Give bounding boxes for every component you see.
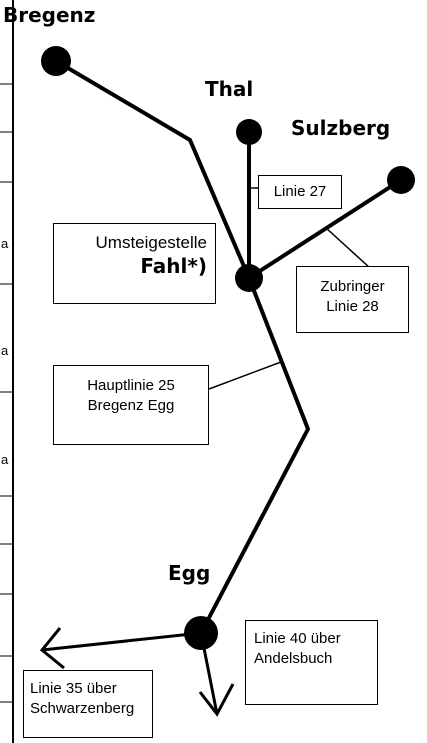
left-border-ticks [0,83,13,703]
box-linie35: Linie 35 über Schwarzenberg [23,670,153,738]
station-label-egg: Egg [168,561,211,585]
box-linie40-line1: Linie 40 über [254,630,341,647]
edge-mark-1: a [1,236,9,251]
box-zubringer-line2: Linie 28 [326,297,379,315]
box-linie40-line2: Andelsbuch [254,649,333,667]
station-thal-dot [236,119,262,145]
route-line-35 [41,631,202,652]
box-zubringer: Zubringer Linie 28 [296,266,409,333]
edge-mark-2: a [1,343,9,358]
box-hauptlinie-line2: Bregenz Egg [87,396,175,414]
box-linie27-text: Linie 27 [273,183,327,200]
box-hauptlinie-line1: Hauptlinie 25 [87,377,175,394]
box-linie40: Linie 40 über Andelsbuch [245,620,378,705]
box-transfer-station: Fahl*) [140,254,207,279]
station-bregenz-dot [41,46,71,76]
leader-zubringer [324,226,371,269]
station-label-bregenz: Bregenz [3,3,96,27]
route-line-28 [247,178,403,280]
station-label-sulzberg: Sulzberg [291,116,391,140]
box-linie35-line1: Linie 35 über [30,680,117,697]
box-transfer-label: Umsteigestelle [95,233,208,252]
box-linie35-line2: Schwarzenberg [30,699,135,717]
box-hauptlinie: Hauptlinie 25 Bregenz Egg [53,365,209,445]
station-egg-dot [184,616,218,650]
box-zubringer-line1: Zubringer [320,278,385,295]
station-fahl-dot [235,264,263,292]
arrow-head-35 [39,627,65,670]
arrow-head-40 [198,683,235,717]
edge-mark-3: a [1,452,9,467]
station-label-thal: Thal [205,77,254,101]
box-linie27: Linie 27 [258,175,342,209]
leader-hauptlinie [208,361,282,390]
station-sulzberg-dot [387,166,415,194]
box-transfer: Umsteigestelle Fahl*) [53,223,216,304]
route-line-25 [54,59,310,634]
